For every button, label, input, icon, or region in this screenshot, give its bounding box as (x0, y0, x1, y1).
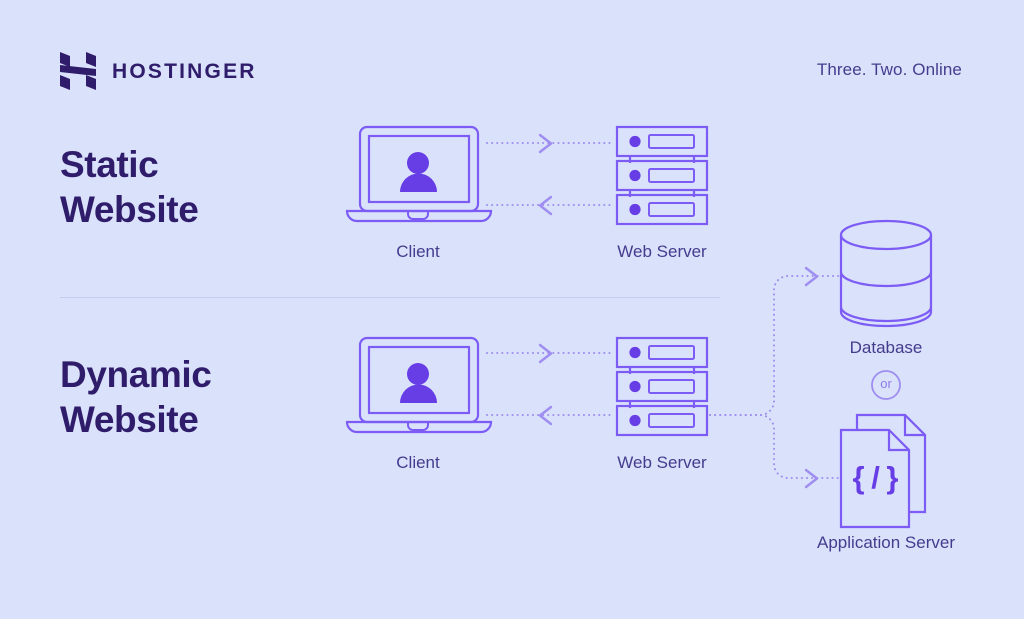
dynamic-web-server-label: Web Server (617, 453, 707, 472)
flow-static-client-to-server (486, 133, 615, 154)
dynamic-client-laptop-icon (345, 336, 493, 434)
flow-dynamic-server-to-database (709, 266, 847, 416)
static-client-laptop-icon (345, 125, 493, 223)
hostinger-h-mark-icon (60, 52, 96, 90)
dynamic-heading-line-1: Dynamic (60, 354, 212, 395)
database-cylinder-icon (839, 219, 933, 328)
static-heading-line-1: Static (60, 144, 159, 185)
database-label: Database (849, 338, 923, 357)
flow-dynamic-server-to-client (486, 405, 615, 426)
dynamic-heading-line-2: Website (60, 399, 199, 441)
or-badge-label: or (880, 376, 892, 391)
section-divider (60, 297, 720, 298)
flow-dynamic-client-to-server (486, 343, 615, 364)
flow-static-server-to-client (486, 195, 615, 216)
static-client-label: Client (396, 242, 440, 261)
application-server-label: Application Server (817, 533, 955, 552)
flow-dynamic-server-to-application-server (709, 414, 847, 489)
static-heading-line-2: Website (60, 189, 199, 231)
dynamic-website-heading: Dynamic Website (60, 352, 212, 442)
static-web-server-label: Web Server (617, 242, 707, 261)
code-glyph-label: { / } (852, 460, 899, 495)
brand-lockup: HOSTINGER (60, 52, 257, 90)
static-website-heading: Static Website (60, 142, 199, 232)
brand-name: HOSTINGER (112, 59, 257, 83)
brand-tagline: Three. Two. Online (816, 60, 962, 79)
dynamic-client-label: Client (396, 453, 440, 472)
static-web-server-icon (615, 125, 709, 226)
dynamic-web-server-icon (615, 336, 709, 437)
